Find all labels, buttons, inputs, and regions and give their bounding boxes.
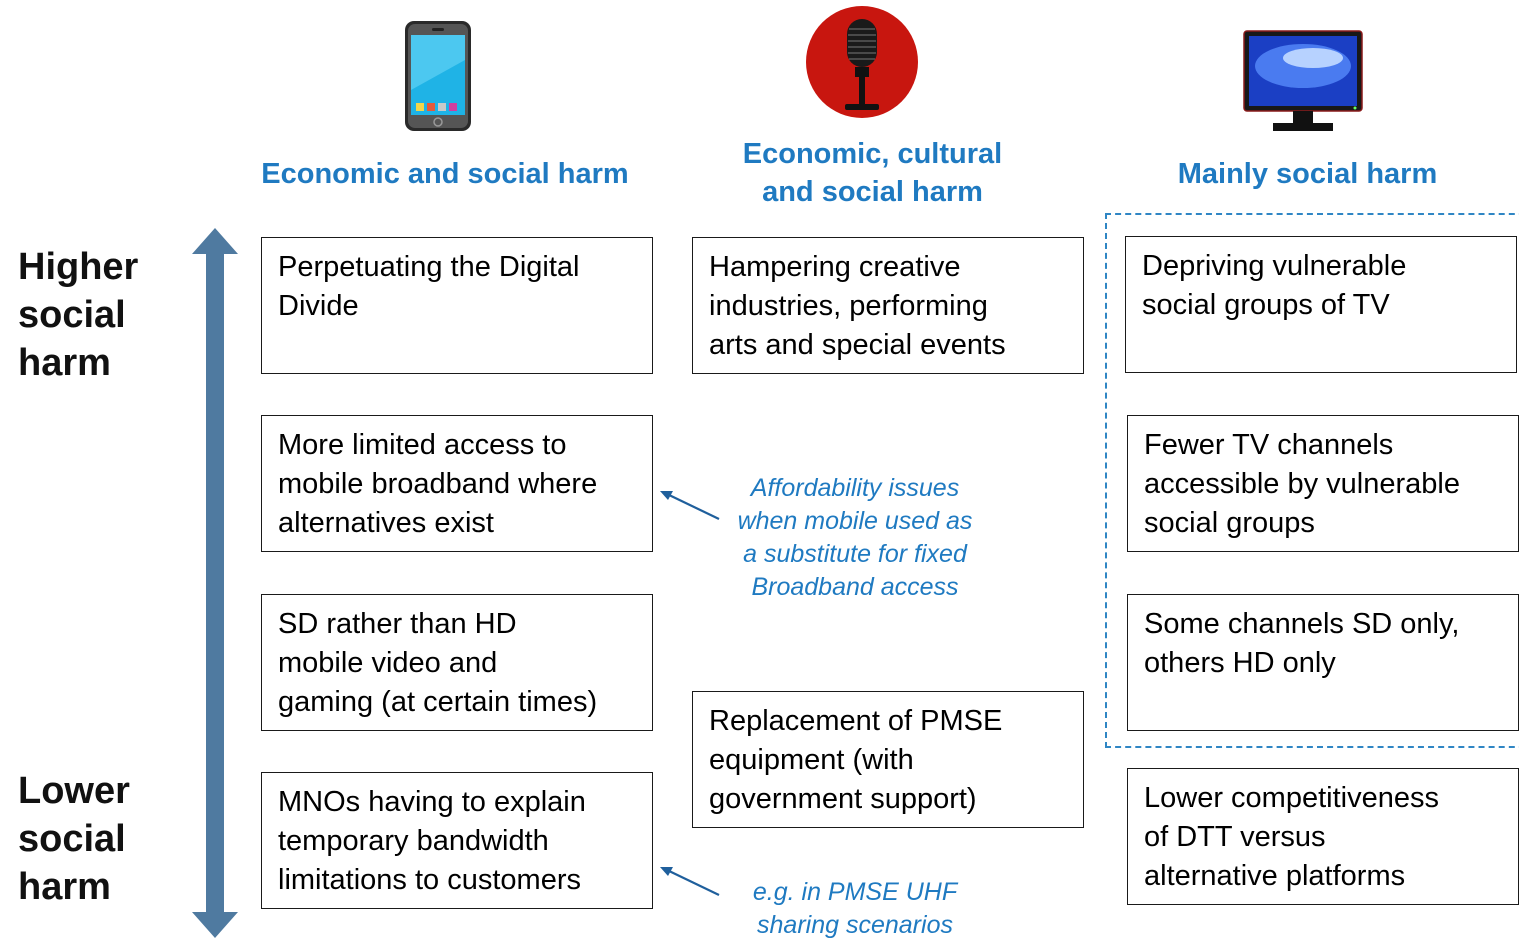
mobile-harm-box: SD rather than HD mobile video and gamin… — [261, 594, 653, 731]
box-line: industries, performing — [709, 290, 988, 322]
box-line: limitations to customers — [278, 864, 581, 896]
box-line: alternative platforms — [1144, 860, 1406, 892]
column-title-pmse-line: Economic, cultural — [742, 138, 1003, 170]
sharing-pointer-arrow — [660, 867, 720, 896]
box-line: SD rather than HD — [278, 608, 517, 640]
box-line: More limited access to — [278, 429, 567, 461]
box-line: equipment (with — [709, 744, 914, 776]
box-line: arts and special events — [709, 329, 1006, 361]
box-line: Divide — [278, 290, 359, 322]
label-line: harm — [18, 342, 111, 384]
smartphone-icon — [405, 21, 471, 131]
box-line: social groups of TV — [1142, 289, 1390, 321]
box-line: mobile broadband where — [278, 468, 598, 500]
box-line: Perpetuating the Digital — [278, 251, 580, 283]
box-line: alternatives exist — [278, 507, 494, 539]
affordability-note: Affordability issues when mobile used as… — [700, 472, 1010, 604]
column-title-pmse-line: and social harm — [762, 176, 983, 208]
note-line: Affordability issues — [750, 474, 960, 502]
box-line: Fewer TV channels — [1144, 429, 1394, 461]
box-line: of DTT versus — [1144, 821, 1326, 853]
column-title-tv: Mainly social harm — [1177, 158, 1438, 190]
pmse-harm-box: Replacement of PMSE equipment (with gove… — [692, 691, 1084, 828]
box-line: mobile video and — [278, 647, 498, 679]
tv-monitor-icon — [1243, 30, 1363, 131]
harm-scale-arrow — [192, 228, 238, 938]
note-line: e.g. in PMSE UHF — [752, 878, 958, 906]
tv-harm-box: Depriving vulnerable social groups of TV — [1125, 236, 1517, 373]
mobile-harm-box: MNOs having to explain temporary bandwid… — [261, 772, 653, 909]
microphone-icon — [806, 6, 918, 118]
note-line: when mobile used as — [737, 507, 973, 535]
sharing-scenarios-note: e.g. in PMSE UHF sharing scenarios — [700, 876, 1010, 942]
higher-social-harm-label: Higher social harm — [18, 243, 138, 387]
column-title-mobile: Economic and social harm — [261, 158, 629, 190]
label-line: social — [18, 818, 126, 860]
label-line: harm — [18, 866, 111, 908]
box-line: Lower competitiveness — [1144, 782, 1439, 814]
tv-harm-box: Lower competitiveness of DTT versus alte… — [1127, 768, 1519, 905]
mobile-harm-box: More limited access to mobile broadband … — [261, 415, 653, 552]
mobile-harm-box: Perpetuating the Digital Divide — [261, 237, 653, 374]
label-line: social — [18, 294, 126, 336]
affordability-pointer-arrow — [660, 491, 720, 520]
box-line: Hampering creative — [709, 251, 961, 283]
column-title-pmse: Economic, cultural and social harm — [680, 135, 1065, 211]
box-line: Some channels SD only, — [1144, 608, 1460, 640]
box-line: temporary bandwidth — [278, 825, 549, 857]
tv-harm-box: Fewer TV channels accessible by vulnerab… — [1127, 415, 1519, 552]
box-line: accessible by vulnerable — [1144, 468, 1460, 500]
box-line: MNOs having to explain — [278, 786, 586, 818]
box-line: government support) — [709, 783, 977, 815]
tv-harm-box: Some channels SD only, others HD only — [1127, 594, 1519, 731]
note-line: sharing scenarios — [757, 911, 953, 939]
box-line: social groups — [1144, 507, 1315, 539]
box-line: Depriving vulnerable — [1142, 250, 1407, 282]
pmse-harm-box: Hampering creative industries, performin… — [692, 237, 1084, 374]
lower-social-harm-label: Lower social harm — [18, 767, 130, 911]
label-line: Higher — [18, 246, 139, 288]
box-line: others HD only — [1144, 647, 1336, 679]
note-line: Broadband access — [751, 573, 959, 601]
label-line: Lower — [18, 770, 130, 812]
box-line: gaming (at certain times) — [278, 686, 598, 718]
vulnerable-groups-bracket — [1105, 213, 1519, 748]
note-line: a substitute for fixed — [743, 540, 967, 568]
box-line: Replacement of PMSE — [709, 705, 1003, 737]
